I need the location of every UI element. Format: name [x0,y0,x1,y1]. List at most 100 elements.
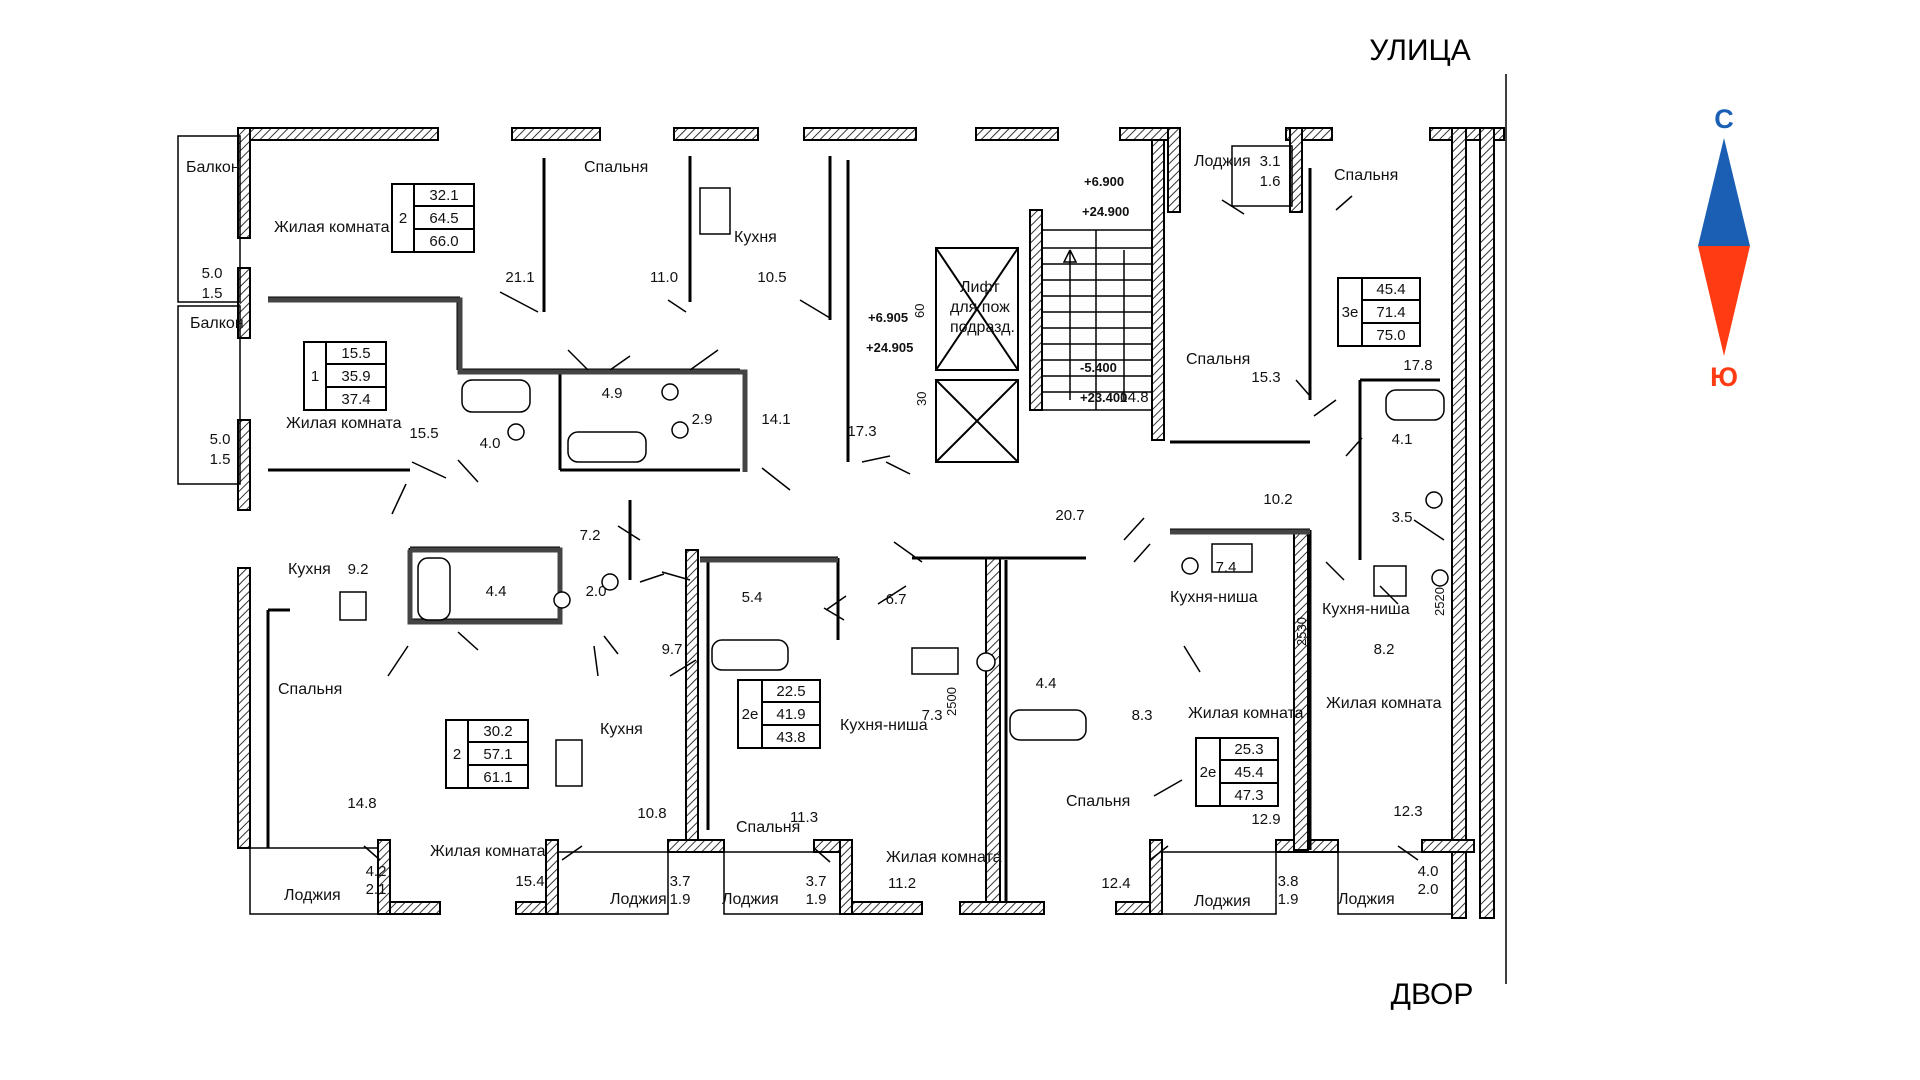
door [861,455,891,463]
area-value: 1.5 [210,451,231,468]
sink [553,591,571,609]
area-value: 14.1 [761,411,790,428]
wall-top-1 [237,127,439,141]
door [391,483,407,515]
lift-label: для пож [950,299,1010,316]
balcony-2 [177,305,241,485]
door [799,299,831,319]
sink [507,423,525,441]
area-value: 1.6 [1260,173,1281,190]
compass-south-arrow [1698,246,1750,356]
area-value: 14.8 [1119,389,1148,406]
bathtub [1385,389,1445,421]
wall-top-5 [975,127,1059,141]
room-label-living: Жилая комната [1326,695,1442,712]
level-mark: +6.900 [1084,174,1124,189]
door [1325,561,1345,581]
area-value: 10.8 [637,805,666,822]
wall-right-1 [1451,127,1467,919]
door [1221,199,1245,215]
bathtub [1009,709,1087,741]
sink [1181,557,1199,575]
door [823,607,845,621]
lift-cross [935,247,1019,371]
lift-shaft-2 [935,379,1019,463]
level-mark: -5.400 [1080,360,1117,375]
bath-walls [268,297,1310,625]
area-value: 1.9 [670,891,691,908]
wall-loggia-3 [839,839,853,915]
area-value: 3.7 [806,873,827,890]
door [1133,543,1151,563]
door [1295,379,1311,397]
area-value: 5.0 [210,431,231,448]
apartment-rooms: 2 [399,210,407,227]
lift-cross [935,379,1019,463]
area-value: 20.7 [1055,507,1084,524]
door [813,847,831,863]
door [1183,645,1201,673]
area-value: 6.7 [886,591,907,608]
door [411,461,447,479]
apartment-full-area: 61.1 [483,769,512,786]
area-value: 11.0 [650,269,678,286]
street-label: УЛИЦА [1369,34,1471,67]
room-label-bedroom: Спальня [1066,793,1130,810]
room-label-loggia: Лоджия [1194,153,1251,170]
stair-arrow [1062,249,1078,400]
wall-top-2 [511,127,601,141]
wall-loggia-top [1167,127,1181,213]
stair-outline [1041,229,1153,411]
area-value: 15.4 [515,873,544,890]
yard-label: ДВОР [1391,978,1474,1011]
apartment-box-4: 2е 22.5 41.9 43.8 [737,679,821,749]
room-label-living: Жилая комната [274,219,390,236]
room-label-bedroom: Спальня [278,681,342,698]
room-label-living: Жилая комната [430,843,546,860]
level-markers: +6.900 +24.900 +6.905 +24.905 -5.400 +23… [866,174,1447,716]
area-value: 21.1 [505,269,534,286]
area-value: 2.9 [692,411,713,428]
apt-box-frame [391,183,475,253]
apartment-rooms: 2е [742,706,759,723]
sink [1425,491,1443,509]
loggia-3 [723,851,841,915]
wall-stair-left [1029,209,1043,411]
compass-north-label: С [1714,104,1734,134]
door [885,461,911,475]
dim-mark: 2500 [944,687,959,716]
door [639,573,665,583]
fire-lift-shaft [935,247,1019,371]
door [689,349,719,371]
room-label-loggia: Лоджия [284,887,341,904]
room-label-balcony: Балкон [186,159,240,176]
wall-bedroom-top [1289,127,1303,213]
area-value: 4.4 [1036,675,1057,692]
area-value: 15.3 [1251,369,1280,386]
area-value: 4.0 [1418,863,1439,880]
area-value: 12.3 [1393,803,1422,820]
door [363,845,381,861]
door [669,659,697,677]
door [877,585,907,605]
loggia-5 [1337,851,1453,915]
bathtub [711,639,789,671]
wall-left-3 [237,419,251,511]
apartment-box-5: 2е 25.3 45.4 47.3 [1195,737,1279,807]
bath-wall [268,297,748,472]
fixtures [339,187,1449,787]
area-value: 1.9 [1278,891,1299,908]
door [1379,585,1399,605]
apartment-total-area: 71.4 [1376,304,1405,321]
sink [661,383,679,401]
loggia-1 [249,847,379,915]
room-label-loggia: Лоджия [1338,891,1395,908]
sink [671,421,689,439]
door [667,299,687,313]
door [1413,519,1445,541]
wall-bottom-6 [959,901,1045,915]
elevator-shafts [935,247,1019,463]
wall-bottom-3 [667,839,725,853]
door [1149,845,1169,861]
